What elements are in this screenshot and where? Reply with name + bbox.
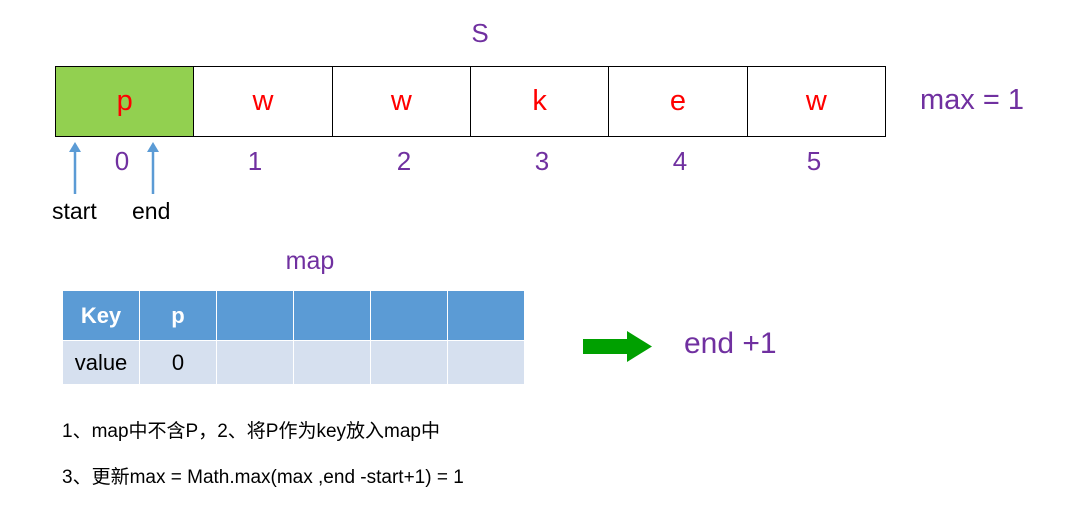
map-table: Key p value 0 [62,290,525,385]
string-title: S [471,18,489,48]
map-header-cell: Key [62,290,140,341]
map-title: map [285,247,335,275]
map-header-cell [370,290,448,341]
start-pointer-arrow-icon [69,142,81,194]
map-value-cell [216,340,294,385]
index-label-0: 0 [114,146,130,176]
string-cell-0: p [56,67,195,136]
map-value-cell: value [62,340,140,385]
string-cell-2: w [333,67,471,136]
end-pointer-arrow-icon [147,142,159,194]
index-label-2: 2 [396,146,412,176]
right-arrow-icon [583,331,652,362]
step-note-1: 1、map中不含P，2、将P作为key放入map中 [62,421,440,442]
map-value-cell: 0 [139,340,217,385]
map-value-cell [370,340,448,385]
index-label-4: 4 [672,146,688,176]
map-header-cell [293,290,371,341]
map-value-row: value 0 [62,340,525,385]
string-cell-3: k [471,67,610,136]
string-cell-4: e [609,67,748,136]
end-pointer-label: end [132,198,171,224]
index-label-3: 3 [534,146,550,176]
index-label-1: 1 [247,146,263,176]
start-pointer-label: start [52,198,97,224]
map-header-cell: p [139,290,217,341]
max-value-label: max = 1 [920,84,1024,116]
map-value-cell [447,340,525,385]
step-note-2: 3、更新max = Math.max(max ,end -start+1) = … [62,467,464,488]
string-cell-5: w [805,85,827,117]
action-label: end +1 [684,327,777,360]
map-header-row: Key p [62,290,525,341]
string-array: p w w k e w [55,66,886,137]
map-value-cell [293,340,371,385]
index-label-5: 5 [806,146,822,176]
map-header-cell [216,290,294,341]
map-header-cell [447,290,525,341]
string-cell-1: w [194,67,333,136]
